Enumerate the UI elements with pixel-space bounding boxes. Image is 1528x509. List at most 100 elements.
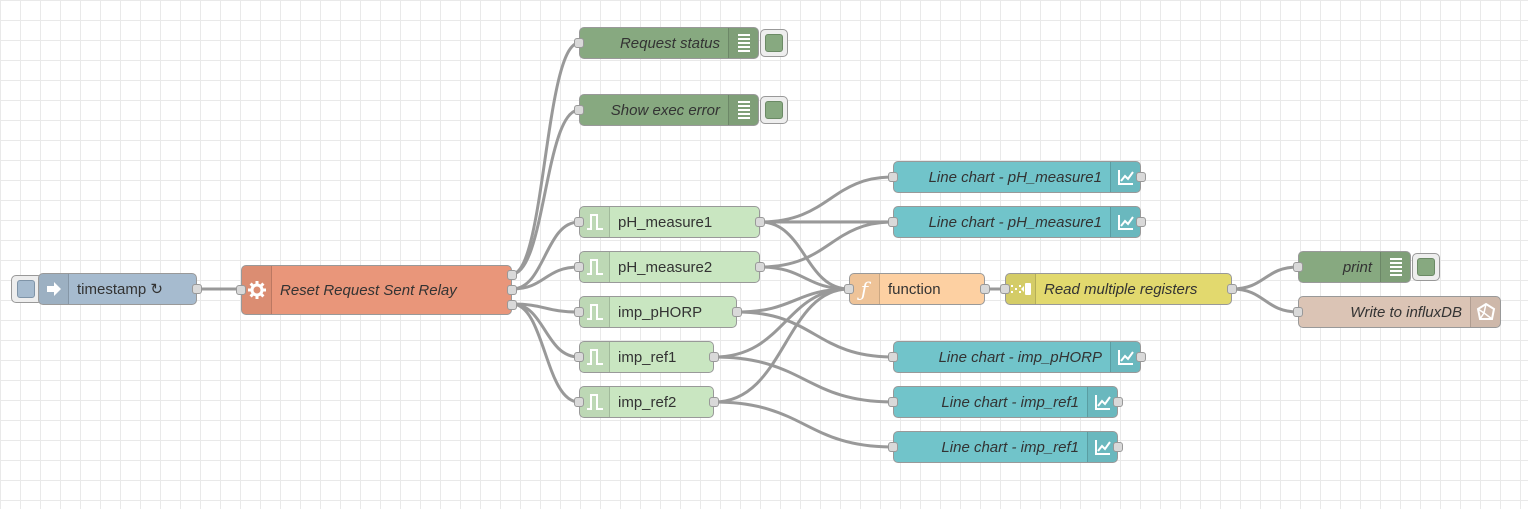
- influxdb-out-node[interactable]: Write to influxDB: [1293, 296, 1501, 328]
- debug-toggle-button[interactable]: [760, 96, 788, 124]
- chart-node-imp-phorp[interactable]: Line chart - imp_pHORP: [888, 341, 1146, 373]
- node-label: Line chart - pH_measure1: [928, 168, 1102, 186]
- output-port[interactable]: [1136, 172, 1146, 182]
- function-node[interactable]: ƒ function: [844, 273, 990, 305]
- debug-list-icon: [728, 95, 758, 125]
- gear-icon: [242, 266, 272, 314]
- rbe-node-imp-ref1[interactable]: imp_ref1: [574, 341, 719, 373]
- output-port[interactable]: [980, 284, 990, 294]
- node-label: imp_ref1: [618, 348, 677, 366]
- input-port[interactable]: [574, 217, 584, 227]
- input-port[interactable]: [1293, 262, 1303, 272]
- chart-node-imp-ref1-b[interactable]: Line chart - imp_ref1: [888, 431, 1123, 463]
- wire: [511, 302, 580, 314]
- debug-list-icon: [1380, 252, 1410, 282]
- inject-trigger-square: [17, 280, 35, 298]
- chart-node-imp-ref1-a[interactable]: Line chart - imp_ref1: [888, 386, 1123, 418]
- output-port[interactable]: [1113, 397, 1123, 407]
- node-label: imp_ref2: [618, 393, 677, 411]
- debug-toggle-square: [1417, 258, 1435, 276]
- output-port[interactable]: [755, 217, 765, 227]
- wire: [736, 287, 850, 314]
- rbe-node-imp-phorp[interactable]: imp_pHORP: [574, 296, 742, 328]
- node-label: Line chart - imp_ref1: [941, 438, 1079, 456]
- rbe-node-imp-ref2[interactable]: imp_ref2: [574, 386, 719, 418]
- wire: [511, 302, 580, 359]
- chart-icon: [1110, 162, 1140, 192]
- rbe-node-ph-measure2[interactable]: pH_measure2: [574, 251, 765, 283]
- input-port[interactable]: [888, 217, 898, 227]
- wire: [759, 220, 850, 291]
- chart-node-ph-measure1-a[interactable]: Line chart - pH_measure1: [888, 161, 1146, 193]
- input-port[interactable]: [1293, 307, 1303, 317]
- wire: [511, 302, 580, 404]
- node-label: Line chart - pH_measure1: [928, 213, 1102, 231]
- node-label: print: [1342, 258, 1372, 276]
- wire: [511, 265, 580, 291]
- debug-toggle-square: [765, 34, 783, 52]
- input-port[interactable]: [574, 38, 584, 48]
- wire: [713, 400, 894, 449]
- input-port[interactable]: [844, 284, 854, 294]
- debug-node-print[interactable]: print: [1293, 251, 1411, 283]
- wire: [511, 108, 580, 276]
- input-port[interactable]: [574, 397, 584, 407]
- wire: [759, 265, 850, 291]
- output-port[interactable]: [1227, 284, 1237, 294]
- input-port[interactable]: [888, 397, 898, 407]
- input-port[interactable]: [1000, 284, 1010, 294]
- chart-node-ph-measure1-b[interactable]: Line chart - pH_measure1: [888, 206, 1146, 238]
- output-port[interactable]: [192, 284, 202, 294]
- chart-icon: [1110, 207, 1140, 237]
- rbe-pulse-icon: [580, 342, 610, 372]
- output-port-stdout[interactable]: [507, 270, 517, 280]
- debug-toggle-square: [765, 101, 783, 119]
- wire: [1231, 287, 1299, 314]
- wire: [759, 220, 894, 269]
- rbe-node-ph-measure1[interactable]: pH_measure1: [574, 206, 765, 238]
- inject-node-timestamp[interactable]: timestamp ↻: [38, 273, 202, 305]
- rbe-pulse-icon: [580, 297, 610, 327]
- inject-arrow-icon: [39, 274, 69, 304]
- input-port[interactable]: [574, 307, 584, 317]
- node-label: function: [888, 280, 941, 298]
- output-port[interactable]: [709, 397, 719, 407]
- node-label: Line chart - imp_ref1: [941, 393, 1079, 411]
- output-port-stderr[interactable]: [507, 285, 517, 295]
- node-label: Show exec error: [610, 101, 720, 119]
- input-port[interactable]: [574, 262, 584, 272]
- wire: [736, 310, 894, 359]
- input-port[interactable]: [236, 285, 246, 295]
- modbus-read-node[interactable]: Read multiple registers: [1000, 273, 1237, 305]
- output-port-rc[interactable]: [507, 300, 517, 310]
- function-icon: ƒ: [850, 274, 880, 304]
- node-label: imp_pHORP: [618, 303, 703, 321]
- output-port[interactable]: [732, 307, 742, 317]
- input-port[interactable]: [574, 352, 584, 362]
- output-port[interactable]: [1136, 352, 1146, 362]
- output-port[interactable]: [1113, 442, 1123, 452]
- output-port[interactable]: [755, 262, 765, 272]
- input-port[interactable]: [574, 105, 584, 115]
- debug-toggle-button[interactable]: [760, 29, 788, 57]
- debug-node-show-exec-error[interactable]: Show exec error: [574, 94, 759, 126]
- modbus-icon: [1006, 274, 1036, 304]
- rbe-pulse-icon: [580, 387, 610, 417]
- node-label: Line chart - imp_pHORP: [938, 348, 1102, 366]
- node-label: pH_measure2: [618, 258, 713, 276]
- debug-node-request-status[interactable]: Request status: [574, 27, 759, 59]
- output-port[interactable]: [1136, 217, 1146, 227]
- chart-icon: [1087, 387, 1117, 417]
- wire: [511, 41, 580, 276]
- inject-trigger-button[interactable]: [11, 275, 43, 303]
- exec-node-reset-relay[interactable]: Reset Request Sent Relay: [236, 265, 517, 315]
- node-label: timestamp ↻: [77, 281, 163, 298]
- input-port[interactable]: [888, 172, 898, 182]
- input-port[interactable]: [888, 352, 898, 362]
- debug-toggle-button[interactable]: [1412, 253, 1440, 281]
- node-label: Write to influxDB: [1350, 303, 1462, 321]
- node-label: Reset Request Sent Relay: [280, 281, 457, 299]
- input-port[interactable]: [888, 442, 898, 452]
- output-port[interactable]: [709, 352, 719, 362]
- wire: [1231, 265, 1299, 291]
